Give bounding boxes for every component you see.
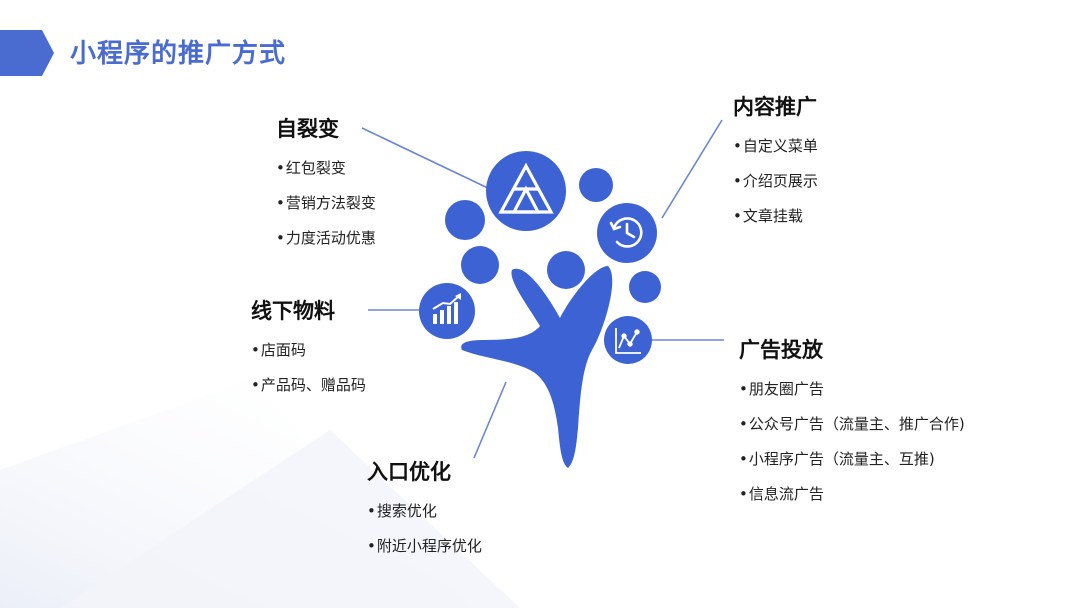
list-item: 力度活动优惠 — [276, 221, 376, 256]
group-nrtg: 内容推广 自定义菜单 介绍页展示 文章挂载 — [733, 93, 818, 234]
bar-chart-up-icon — [432, 293, 461, 324]
group-rkyh: 入口优化 搜索优化 附近小程序优化 — [367, 458, 482, 564]
item-list: 搜索优化 附近小程序优化 — [367, 494, 482, 564]
page-title: 小程序的推广方式 — [70, 39, 287, 69]
list-item: 产品码、赠品码 — [251, 368, 366, 403]
leaf-circle — [461, 246, 499, 284]
group-title: 入口优化 — [367, 460, 451, 484]
group-title: 线下物料 — [251, 299, 335, 323]
list-item: 自定义菜单 — [733, 129, 818, 164]
triangle-logo-icon — [498, 162, 554, 214]
title-tab-marker — [0, 30, 54, 76]
list-item: 公众号广告（流量主、推广合作) — [739, 407, 965, 442]
item-list: 朋友圈广告 公众号广告（流量主、推广合作) 小程序广告（流量主、互推) 信息流广… — [739, 372, 965, 512]
group-title: 广告投放 — [739, 338, 823, 362]
tree-trunk — [461, 266, 613, 468]
list-item: 搜索优化 — [367, 494, 482, 529]
connector-rkyh — [473, 381, 507, 459]
list-item: 小程序广告（流量主、互推) — [739, 442, 965, 477]
group-xxwl: 线下物料 店面码 产品码、赠品码 — [251, 297, 366, 403]
leaf-circle — [547, 251, 585, 289]
list-item: 信息流广告 — [739, 477, 965, 512]
line-chart-icon — [615, 328, 641, 354]
list-item: 文章挂载 — [733, 199, 818, 234]
list-item: 红包裂变 — [276, 151, 376, 186]
item-list: 红包裂变 营销方法裂变 力度活动优惠 — [276, 151, 376, 256]
list-item: 店面码 — [251, 333, 366, 368]
group-ggtf: 广告投放 朋友圈广告 公众号广告（流量主、推广合作) 小程序广告（流量主、互推)… — [739, 336, 965, 512]
list-item: 朋友圈广告 — [739, 372, 965, 407]
list-item: 介绍页展示 — [733, 164, 818, 199]
leaf-circle — [629, 271, 661, 303]
leaf-circle — [445, 200, 485, 240]
group-zlb: 自裂变 红包裂变 营销方法裂变 力度活动优惠 — [276, 115, 376, 256]
list-item: 附近小程序优化 — [367, 529, 482, 564]
leaf-circle — [579, 168, 613, 202]
list-item: 营销方法裂变 — [276, 186, 376, 221]
group-title: 自裂变 — [276, 117, 339, 141]
connector-zlb — [361, 127, 493, 191]
group-title: 内容推广 — [733, 95, 817, 119]
connector-nrtg — [661, 119, 723, 219]
item-list: 店面码 产品码、赠品码 — [251, 333, 366, 403]
history-clock-icon — [609, 217, 643, 248]
item-list: 自定义菜单 介绍页展示 文章挂载 — [733, 129, 818, 234]
